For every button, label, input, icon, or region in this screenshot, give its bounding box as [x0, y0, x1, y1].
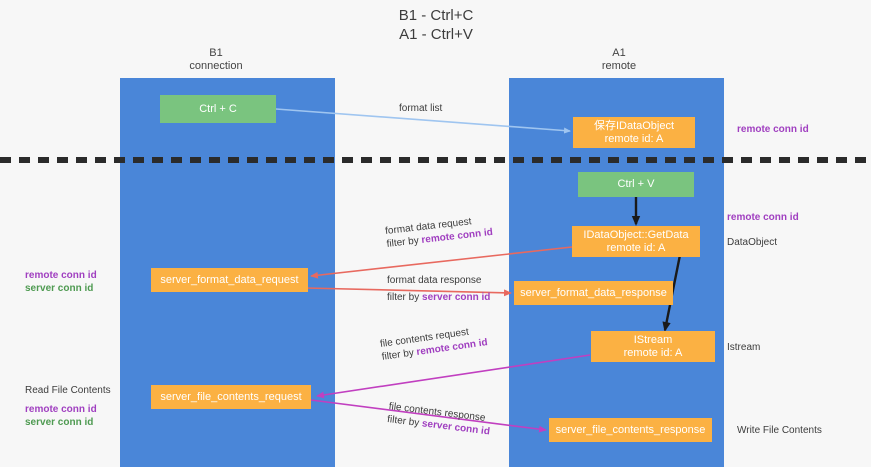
edge-label-format-data-request: format data request filter by remote con… — [385, 213, 494, 251]
note-left-server-conn-id-1: server conn id — [25, 282, 93, 296]
note-right-dataobject-text: DataObject — [727, 237, 778, 248]
note-left-read-file-contents-text: Read File Contents — [25, 385, 111, 396]
lane-header-a1: A1 remote — [549, 47, 689, 73]
node-ctrl-c-label: Ctrl + C — [199, 102, 237, 115]
note-left-server-conn-id-1-text: server conn id — [25, 283, 94, 294]
filter-prefix: filter by — [386, 235, 423, 250]
filter-key-server-conn-id: server conn id — [422, 292, 491, 303]
page-title: B1 - Ctrl+C A1 - Ctrl+V — [336, 6, 536, 44]
edge-label-format-data-response: format data response filter by server co… — [387, 274, 490, 304]
edge-label-file-contents-request: file contents request filter by remote c… — [379, 323, 488, 364]
lane-header-b1: B1 connection — [146, 47, 286, 73]
node-idataobject-getdata-line2: remote id: A — [606, 241, 666, 254]
node-server-file-contents-response[interactable]: server_file_contents_response — [549, 418, 712, 442]
lane-header-a1-line2: remote — [601, 60, 637, 72]
node-server-format-data-response[interactable]: server_format_data_response — [514, 281, 673, 305]
edge-label-format-list-text: format list — [399, 103, 443, 114]
node-server-format-data-request-label: server_format_data_request — [160, 273, 299, 286]
node-server-format-data-response-label: server_format_data_response — [520, 286, 667, 299]
note-left-server-conn-id-2-text: server conn id — [25, 417, 94, 428]
node-idataobject-getdata[interactable]: IDataObject::GetData remote id: A — [572, 226, 700, 257]
note-right-write-file-contents-text: Write File Contents — [737, 425, 822, 436]
edge-label-file-contents-response: file contents response filter by server … — [386, 400, 492, 438]
filter-prefix: filter by — [386, 413, 423, 430]
note-left-remote-conn-id-1: remote conn id — [25, 269, 97, 283]
node-ctrl-v-label: Ctrl + V — [617, 178, 655, 190]
lane-header-a1-line1: A1 — [612, 47, 626, 59]
note-left-remote-conn-id-1-text: remote conn id — [25, 270, 97, 281]
filter-prefix: filter by — [387, 292, 423, 303]
node-istream[interactable]: IStream remote id: A — [591, 331, 715, 362]
node-istream-line1: IStream — [633, 333, 673, 346]
note-right-remote-conn-id-mid: remote conn id — [727, 211, 799, 225]
lane-header-b1-line1: B1 — [209, 47, 223, 59]
note-right-remote-conn-id-top-text: remote conn id — [737, 124, 809, 135]
node-server-file-contents-response-label: server_file_contents_response — [555, 423, 706, 436]
note-right-dataobject: DataObject — [727, 236, 777, 250]
note-right-istream-text: Istream — [727, 342, 761, 353]
note-left-remote-conn-id-2: remote conn id — [25, 403, 97, 417]
note-left-server-conn-id-2: server conn id — [25, 416, 93, 430]
note-right-istream: Istream — [727, 341, 760, 355]
note-left-read-file-contents: Read File Contents — [25, 384, 111, 398]
node-istream-line2: remote id: A — [623, 346, 683, 359]
node-save-idataobject[interactable]: 保存IDataObject remote id: A — [573, 117, 695, 148]
edge-label-format-data-response-filter: filter by server conn id — [387, 291, 490, 304]
page-title-line1: B1 - Ctrl+C — [398, 7, 474, 24]
node-ctrl-v[interactable]: Ctrl + V — [578, 172, 694, 197]
note-right-remote-conn-id-mid-text: remote conn id — [727, 212, 799, 223]
node-server-file-contents-request[interactable]: server_file_contents_request — [151, 385, 311, 409]
lane-header-b1-line2: connection — [189, 60, 243, 72]
node-save-idataobject-line1: 保存IDataObject — [593, 119, 675, 132]
node-save-idataobject-line2: remote id: A — [604, 132, 664, 145]
filter-prefix: filter by — [381, 347, 418, 363]
note-left-remote-conn-id-2-text: remote conn id — [25, 404, 97, 415]
node-idataobject-getdata-line1: IDataObject::GetData — [583, 228, 689, 241]
note-right-remote-conn-id-top: remote conn id — [737, 123, 809, 137]
edge-label-format-data-response-text: format data response — [387, 275, 482, 286]
note-right-write-file-contents: Write File Contents — [737, 424, 822, 438]
node-ctrl-c[interactable]: Ctrl + C — [160, 95, 276, 123]
page-title-line2: A1 - Ctrl+V — [399, 26, 473, 43]
node-server-file-contents-request-label: server_file_contents_request — [160, 390, 302, 403]
edge-label-format-list: format list — [399, 102, 442, 115]
node-server-format-data-request[interactable]: server_format_data_request — [151, 268, 308, 292]
